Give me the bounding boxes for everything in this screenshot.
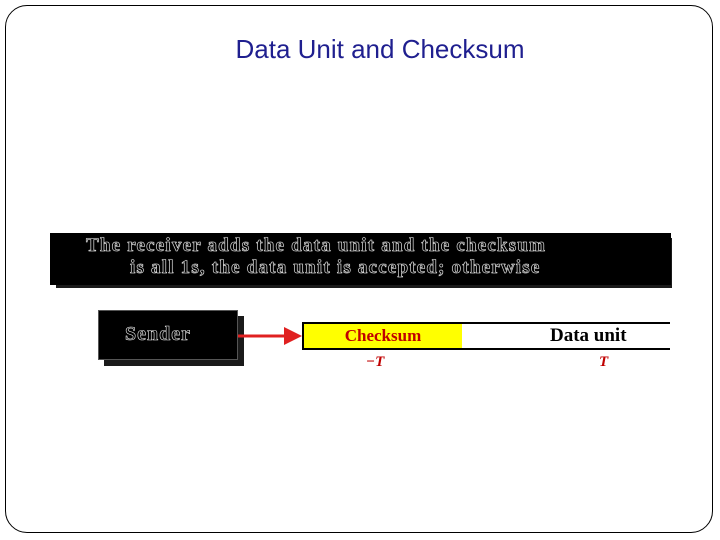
- banner-line-1: The receiver adds the data unit and the …: [86, 235, 547, 257]
- arrow-right-icon: [238, 327, 302, 345]
- banner-line-2: is all 1s, the data unit is accepted; ot…: [130, 257, 541, 279]
- data-unit-value-label: T: [599, 354, 609, 370]
- checksum-value-label: −T: [366, 354, 385, 370]
- checksum-cell: Checksum: [302, 322, 464, 350]
- data-unit-bar: Checksum Data unit: [302, 322, 670, 350]
- data-unit-cell: Data unit: [462, 322, 670, 350]
- arrow-head: [284, 327, 302, 345]
- slide-title: Data Unit and Checksum: [235, 34, 525, 64]
- statement-banner: The receiver adds the data unit and the …: [50, 233, 671, 285]
- sender-box: Sender: [98, 310, 238, 360]
- sender-label: Sender: [125, 323, 191, 346]
